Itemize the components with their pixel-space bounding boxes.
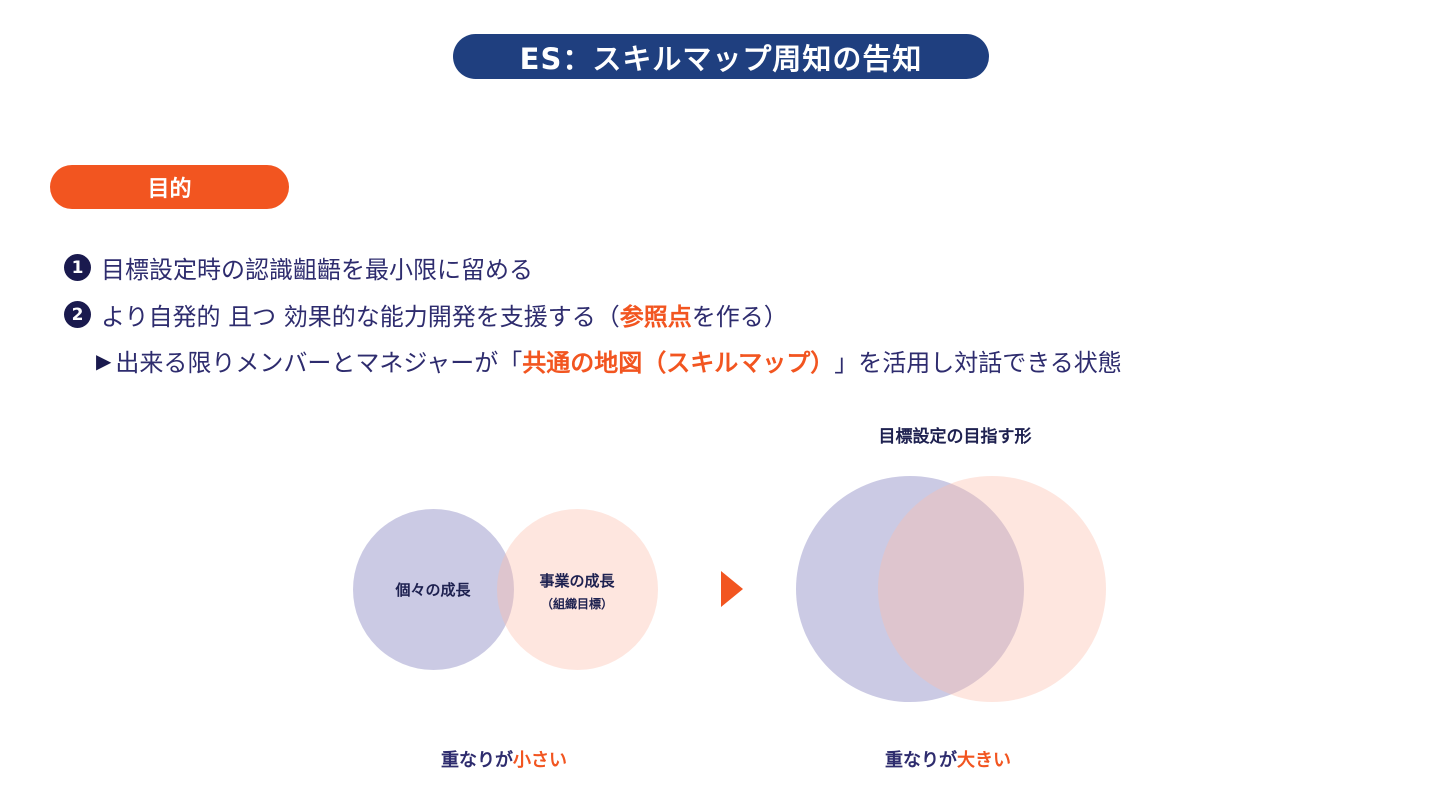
- page-title: ES：スキルマップ周知の告知: [453, 34, 989, 79]
- individual-growth-circle: [353, 509, 514, 670]
- purpose-item-2-text-after: を作る）: [691, 303, 788, 331]
- individual-growth-label: 個々の成長: [395, 581, 471, 599]
- sub-item-highlight: 共通の地図（スキルマップ）: [522, 349, 835, 377]
- caption-left-highlight: 小さい: [513, 750, 567, 771]
- number-one-icon: 1: [64, 254, 91, 281]
- purpose-item-1: 1 目標設定時の認識齟齬を最小限に留める: [64, 250, 533, 285]
- purpose-sub-item: ▶ 出来る限りメンバーとマネジャーが「共通の地図（スキルマップ）」を活用し対話で…: [96, 343, 1122, 378]
- purpose-item-1-text: 目標設定時の認識齟齬を最小限に留める: [101, 256, 533, 284]
- business-growth-circle: [497, 509, 658, 670]
- business-growth-label: 事業の成長 （組織目標）: [515, 570, 639, 612]
- business-growth-label-main: 事業の成長: [539, 572, 615, 590]
- purpose-label: 目的: [50, 165, 289, 209]
- caption-right-before: 重なりが: [885, 750, 957, 771]
- triangle-right-icon: ▶: [96, 348, 112, 373]
- caption-right-highlight: 大きい: [957, 750, 1011, 771]
- business-growth-circle-large: [878, 476, 1106, 702]
- goal-title: 目標設定の目指す形: [878, 427, 1032, 447]
- number-two-icon: 2: [64, 301, 91, 328]
- sub-item-text-after: 」を活用し対話できる状態: [834, 349, 1122, 377]
- caption-left-before: 重なりが: [441, 750, 513, 771]
- arrow-right-icon: [721, 571, 743, 607]
- individual-growth-circle-large: [796, 476, 1024, 702]
- purpose-item-2-text-before: より自発的 且つ 効果的な能力開発を支援する（: [101, 303, 620, 331]
- business-growth-label-sub: （組織目標）: [540, 597, 613, 611]
- purpose-item-2: 2 より自発的 且つ 効果的な能力開発を支援する（参照点を作る）: [64, 297, 788, 332]
- caption-small-overlap: 重なりが小さい: [404, 746, 604, 772]
- sub-item-text-before: 出来る限りメンバーとマネジャーが「: [115, 349, 523, 377]
- purpose-item-2-highlight: 参照点: [619, 303, 692, 331]
- caption-large-overlap: 重なりが大きい: [848, 746, 1048, 772]
